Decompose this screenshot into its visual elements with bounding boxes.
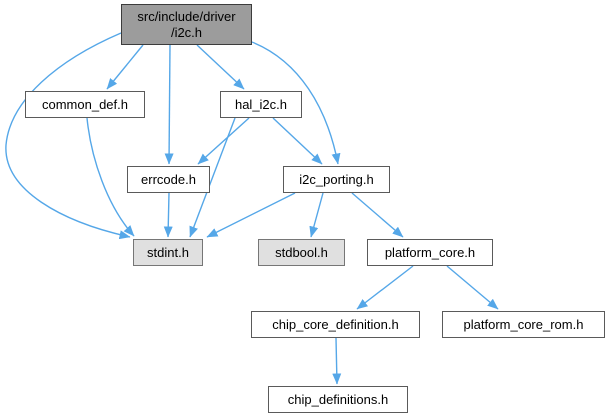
graph-node-label: hal_i2c.h (234, 96, 288, 112)
graph-node-platform-core[interactable]: platform_core.h (367, 239, 493, 266)
edge-i2c_porting-stdbool (309, 192, 324, 238)
edge-common_def-stdint (86, 117, 135, 237)
graph-node-label: platform_core_rom.h (463, 316, 584, 332)
graph-node-label: stdbool.h (275, 244, 328, 260)
graph-node-label: chip_core_definition.h (272, 316, 399, 332)
edge-platform_core-chip_core_definition (356, 265, 414, 310)
edge-platform_core-platform_core_rom (446, 265, 499, 310)
edge-i2c_porting-stdint (206, 192, 296, 238)
edge-hal_i2c-errcode (197, 117, 250, 165)
graph-node-label: platform_core.h (384, 244, 476, 260)
graph-node-stdint: stdint.h (133, 239, 203, 266)
graph-node-hal-i2c[interactable]: hal_i2c.h (220, 91, 302, 118)
edge-hal_i2c-stdint (189, 117, 236, 238)
graph-node-label: src/include/driver /i2c.h (137, 8, 236, 40)
graph-node-label: stdint.h (147, 244, 189, 260)
edge-i2c_porting-platform_core (351, 192, 404, 238)
edge-hal_i2c-i2c_porting (272, 117, 323, 165)
edge-chip_core_definition-chip_definitions (332, 337, 342, 385)
edge-i2c-stdint (5, 32, 131, 240)
edge-i2c-hal_i2c (196, 44, 245, 90)
edge-i2c-i2c_porting (251, 41, 341, 165)
graph-node-label: i2c_porting.h (299, 171, 374, 187)
graph-node-errcode[interactable]: errcode.h (127, 166, 210, 193)
graph-node-stdbool: stdbool.h (258, 239, 345, 266)
edge-i2c-common_def (106, 44, 144, 90)
edge-errcode-stdint (163, 192, 173, 238)
graph-node-common-def[interactable]: common_def.h (25, 91, 145, 118)
graph-node-label: chip_definitions.h (287, 391, 389, 407)
edge-i2c-errcode (164, 44, 174, 165)
graph-node-i2c: src/include/driver /i2c.h (121, 4, 252, 45)
graph-node-i2c-porting[interactable]: i2c_porting.h (283, 166, 390, 193)
graph-node-label: errcode.h (141, 171, 196, 187)
graph-node-chip-definitions[interactable]: chip_definitions.h (268, 386, 408, 413)
graph-node-platform-core-rom[interactable]: platform_core_rom.h (442, 311, 605, 338)
graph-node-label: common_def.h (42, 96, 128, 112)
graph-node-chip-core-definition[interactable]: chip_core_definition.h (251, 311, 420, 338)
